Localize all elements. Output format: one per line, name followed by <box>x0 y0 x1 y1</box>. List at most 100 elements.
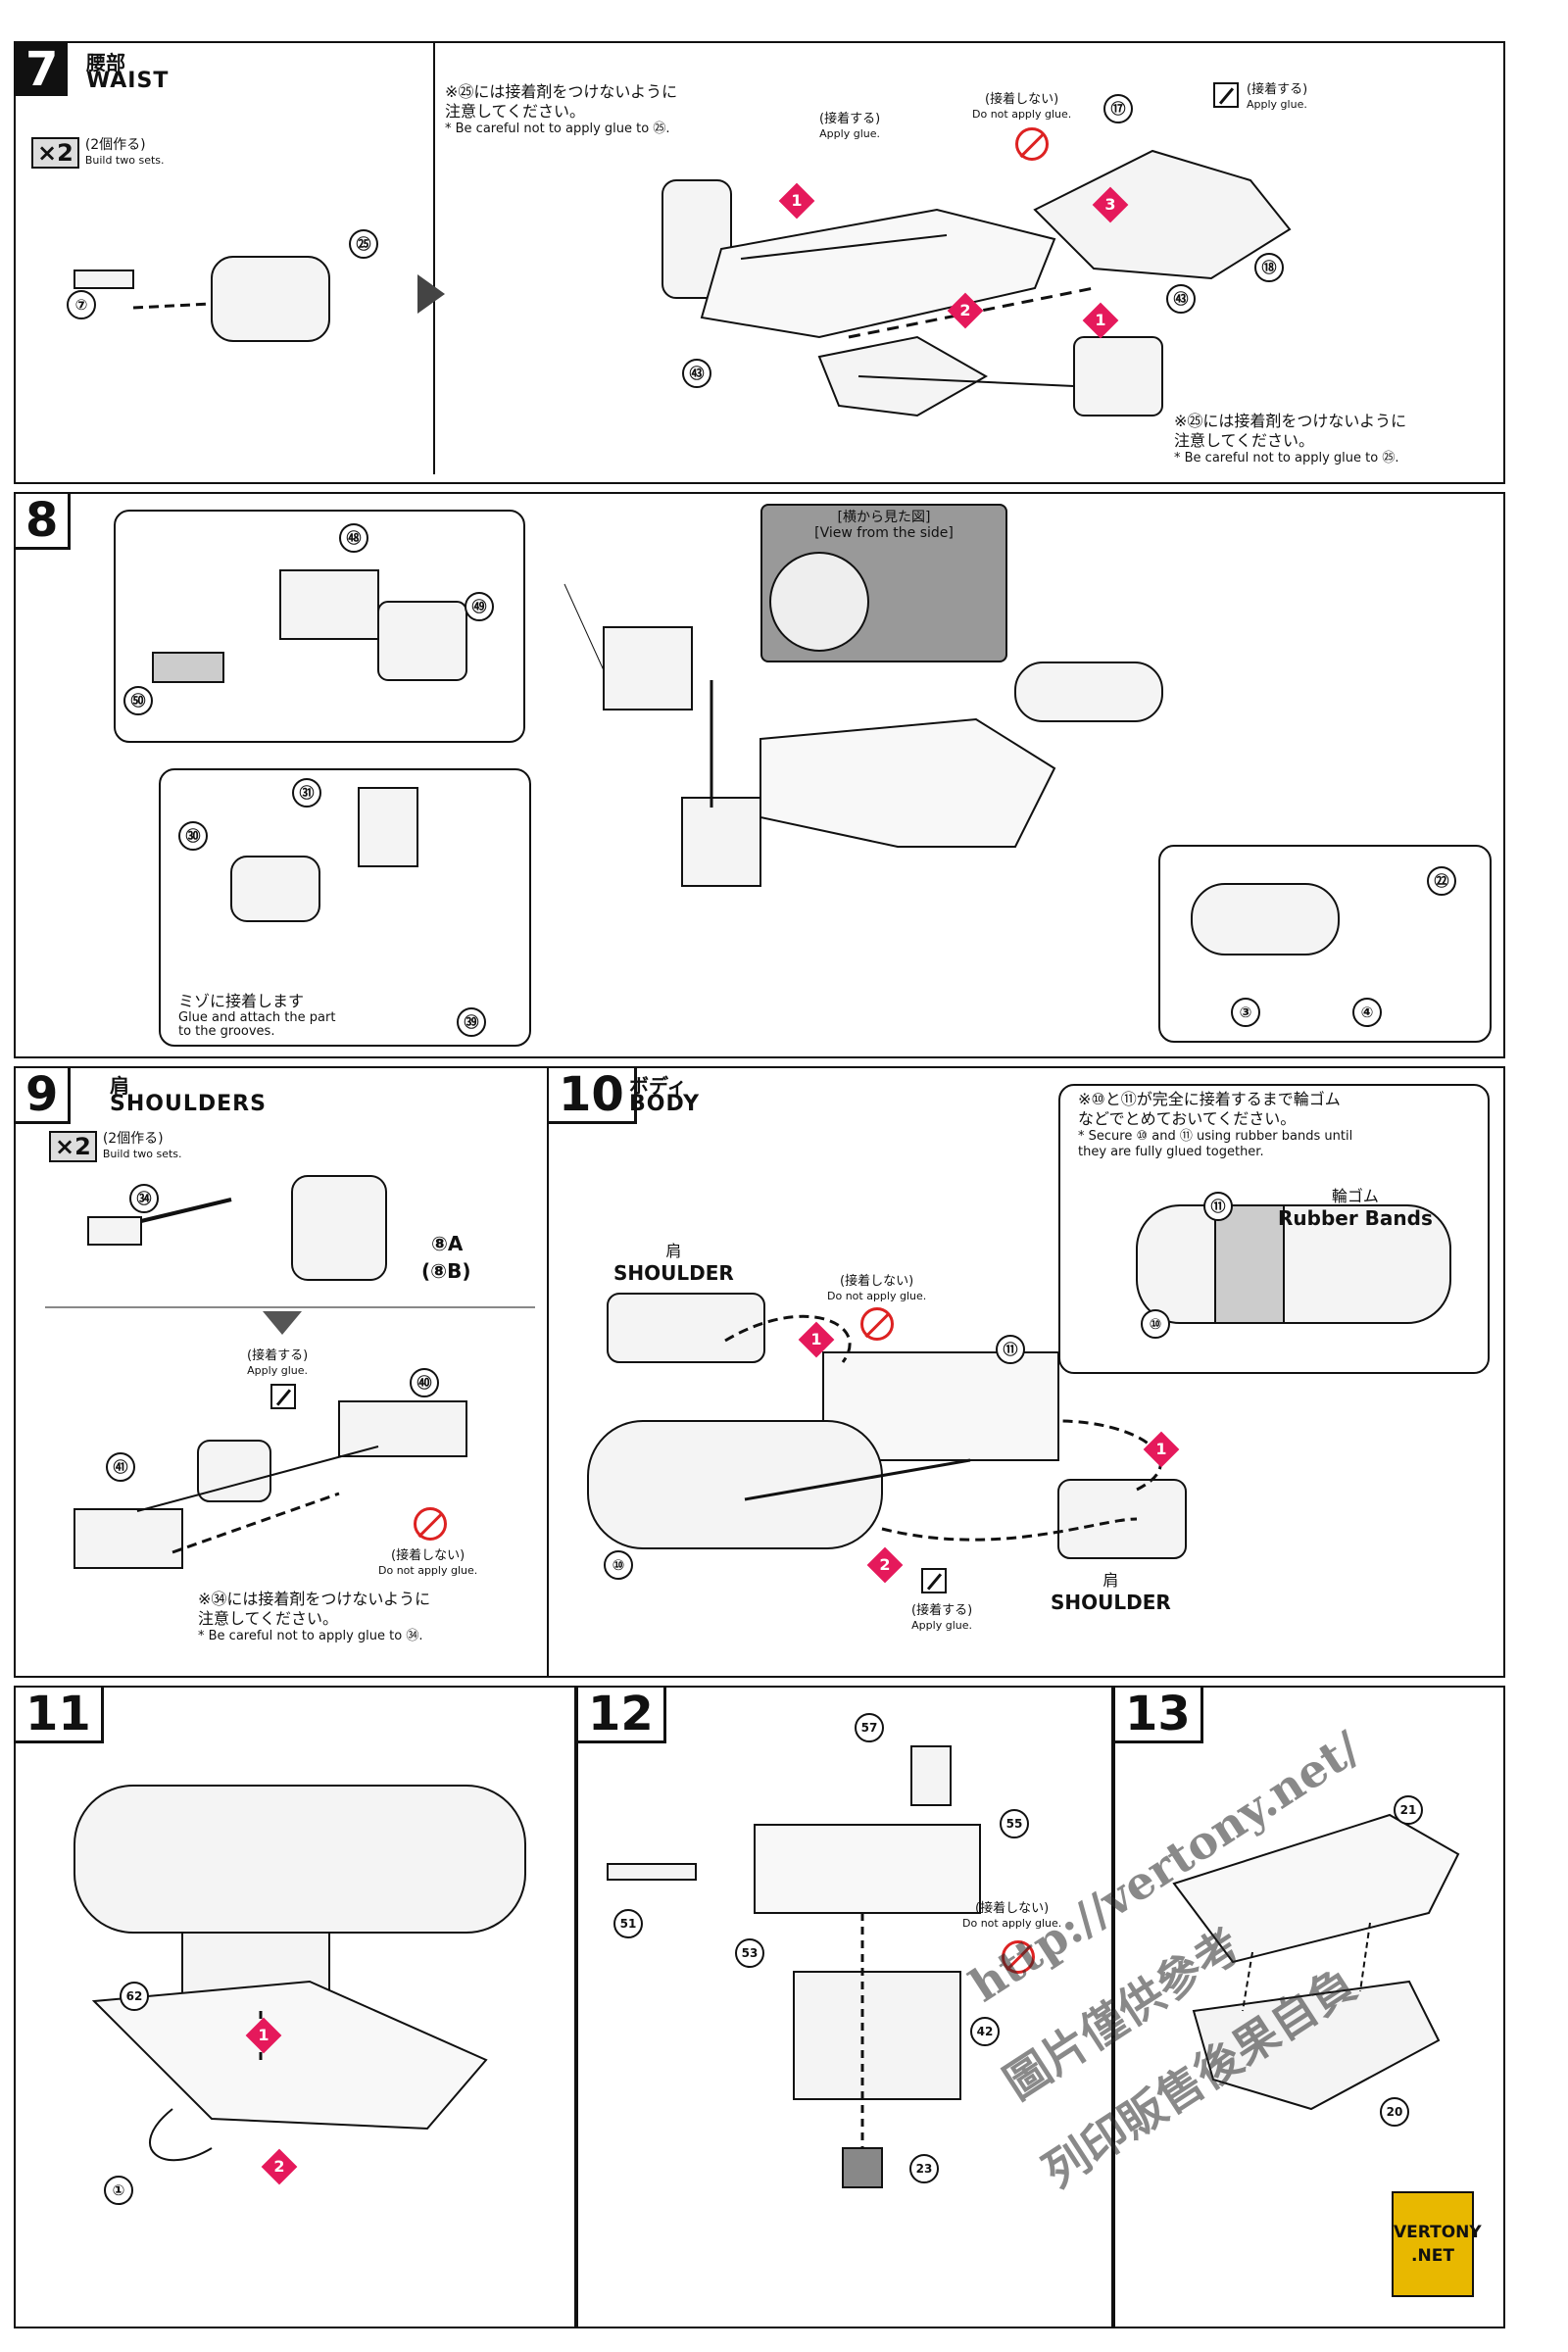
divider <box>433 43 435 474</box>
no-glue-icon <box>1002 1940 1035 1974</box>
part-number: ㉚ <box>178 821 208 851</box>
step-marker: 3 <box>1092 186 1129 223</box>
noglue-label: (接着しない)Do not apply glue. <box>962 1901 1062 1930</box>
no-glue-icon <box>860 1307 894 1341</box>
step-13-illustration <box>1172 1813 1460 2111</box>
part-number: ③ <box>1231 998 1260 1027</box>
glue-brush-icon <box>1213 82 1239 108</box>
part-number: ㊾ <box>465 592 494 621</box>
build-en: Build two sets. <box>84 154 165 167</box>
step-10-panel: 10 ボディ BODY ※⑩と⑪が完全に接着するまで輪ゴムなどでとめておいてくだ… <box>547 1066 1505 1678</box>
groove-note: ミゾに接着します Glue and attach the part to the… <box>178 992 336 1039</box>
step-12-illustration <box>607 1745 981 2188</box>
step-10-illustration <box>587 1204 1451 1559</box>
note-top: ※㉕には接着剤をつけないように注意してください。 * Be careful no… <box>445 82 678 136</box>
part-number: 57 <box>855 1713 884 1742</box>
build-en: Build two sets. <box>102 1148 182 1160</box>
part-number: ⑩ <box>1141 1309 1170 1339</box>
step-number: 11 <box>16 1688 104 1743</box>
step-title-jp: 肩 <box>110 1074 129 1098</box>
part-number: ㊿ <box>123 686 153 715</box>
step-marker: 1 <box>245 2017 282 2054</box>
part-number: 23 <box>909 2154 939 2183</box>
part-number: ⑱ <box>1254 253 1284 282</box>
part-number: ⑩ <box>604 1550 633 1580</box>
step-number: 10 <box>549 1068 637 1124</box>
apply-glue-label: (接着する)Apply glue. <box>1247 82 1308 111</box>
step-marker: 2 <box>261 2148 298 2185</box>
step-number: 9 <box>16 1068 72 1124</box>
step-12-panel: 12 57 55 51 53 (接着しない)Do not apply glue.… <box>576 1686 1113 2328</box>
step-marker: 1 <box>778 182 815 220</box>
vertony-logo: VERTONY.NET <box>1392 2191 1482 2297</box>
step-number: 7 <box>16 43 69 96</box>
part-number: 51 <box>613 1909 643 1938</box>
noglue-label: (接着しない)Do not apply glue. <box>378 1548 478 1577</box>
glue-brush-icon <box>921 1568 947 1593</box>
part-number: ⑪ <box>1203 1192 1233 1221</box>
step-title-jp: ボディ <box>629 1074 687 1098</box>
step-11-illustration <box>74 1785 526 2162</box>
part-number: ㉛ <box>292 778 321 808</box>
part-number: ㉞ <box>129 1184 159 1213</box>
part-number: ㉕ <box>349 229 378 259</box>
step-11-panel: 11 62 ① 1 2 <box>14 1686 576 2328</box>
step-marker: 2 <box>947 292 984 329</box>
part-number: 20 <box>1380 2097 1409 2127</box>
part-number: ⑦ <box>67 290 96 319</box>
part-number: ⑰ <box>1103 94 1133 123</box>
step-9-illustration <box>45 1175 535 1569</box>
build-two-sets: ×2 (2個作る)Build two sets. <box>31 137 165 169</box>
part-number: ㊸ <box>1166 284 1196 314</box>
rubber-band-note: ※⑩と⑪が完全に接着するまで輪ゴムなどでとめておいてください。 * Secure… <box>1078 1090 1353 1159</box>
step-title-en: SHOULDERS <box>110 1092 267 1116</box>
part-number: ㊸ <box>682 359 711 388</box>
part-label-8a: ⑧A <box>431 1232 464 1255</box>
step-8-illustration <box>152 552 1340 956</box>
step-marker: 1 <box>798 1321 835 1358</box>
step-marker: 1 <box>1082 302 1119 339</box>
step-7-illustration <box>74 149 1292 417</box>
step-title-en: WAIST <box>86 69 170 93</box>
callout-gun-parts <box>159 768 531 1047</box>
step-marker: 1 <box>1143 1431 1180 1468</box>
step-8-panel: 8 [横から見た図][View from the side] ㊽ ㊾ ㊿ ㉛ ㉚… <box>14 492 1505 1058</box>
no-glue-icon <box>1015 127 1049 161</box>
part-number: 21 <box>1394 1795 1423 1825</box>
build-two-sets: ×2 (2個作る)Build two sets. <box>49 1131 182 1162</box>
part-number: 53 <box>735 1938 764 1968</box>
step-title-jp: 腰部 <box>86 51 125 74</box>
part-number: 55 <box>1000 1809 1029 1838</box>
step-number: 8 <box>16 494 72 550</box>
note-bottom: ※㉕には接着剤をつけないように注意してください。 * Be careful no… <box>1174 412 1407 466</box>
step-number: 12 <box>578 1688 666 1743</box>
part-number: 42 <box>970 2017 1000 2046</box>
part-number: ㊶ <box>106 1452 135 1482</box>
no-glue-icon <box>414 1507 447 1541</box>
glue-brush-icon <box>270 1384 296 1409</box>
part-number: ㊽ <box>339 523 368 553</box>
multiplier-badge: ×2 <box>49 1131 97 1162</box>
note-glue-34: ※㉞には接着剤をつけないように注意してください。 * Be careful no… <box>198 1590 431 1643</box>
glue-label: (接着する)Apply glue. <box>911 1603 973 1632</box>
part-number: ㉒ <box>1427 866 1456 896</box>
step-7-panel: 7 腰部 WAIST ×2 (2個作る)Build two sets. ㉕ ⑦ … <box>14 41 1505 484</box>
build-jp: (2個作る) <box>102 1131 164 1147</box>
glue-label: (接着する)Apply glue. <box>247 1348 309 1377</box>
part-label-8b: (⑧B) <box>421 1259 471 1283</box>
glue-label: (接着する)Apply glue. <box>819 112 881 140</box>
part-number: ① <box>104 2176 133 2205</box>
step-number: 13 <box>1115 1688 1203 1743</box>
step-9-panel: 9 肩 SHOULDERS ×2 (2個作る)Build two sets. ㉞… <box>14 1066 551 1678</box>
part-number: ㊵ <box>410 1368 439 1397</box>
part-number: ㊴ <box>457 1007 486 1037</box>
build-jp: (2個作る) <box>84 137 146 153</box>
noglue-label: (接着しない)Do not apply glue. <box>827 1274 927 1302</box>
step-marker: 2 <box>866 1546 904 1584</box>
part-number: ⑪ <box>996 1335 1025 1364</box>
part-number: ④ <box>1352 998 1382 1027</box>
part-number: 62 <box>120 1982 149 2011</box>
